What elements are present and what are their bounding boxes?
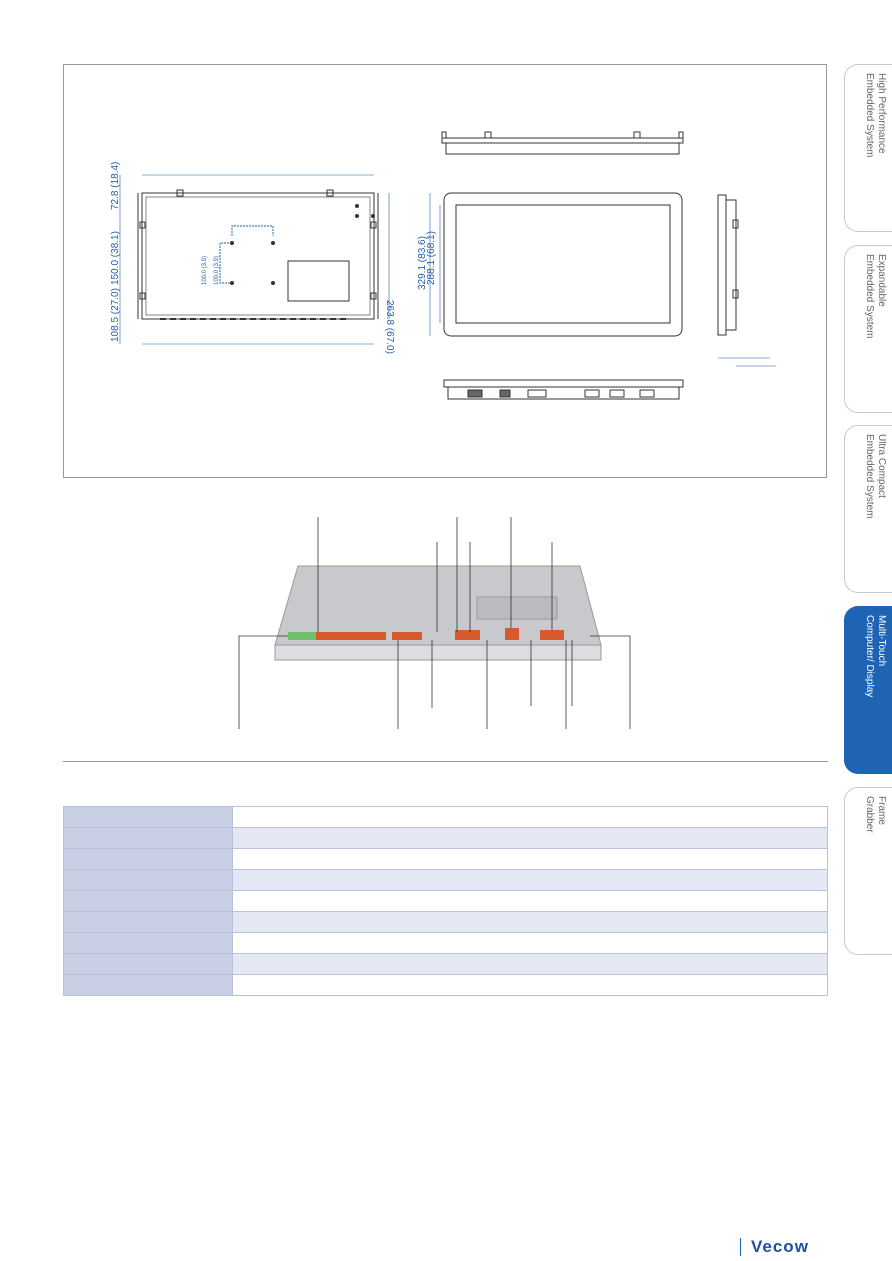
dim-vesa-v: 100.0 (3.9) [202, 256, 208, 285]
table-row [63, 953, 828, 975]
tab-label: Ultra Compact Embedded System [863, 434, 887, 519]
table-row [63, 932, 828, 954]
table-row [63, 869, 828, 891]
top-view-drawing [441, 131, 684, 155]
bottom-view-drawing [443, 379, 684, 400]
table-row [63, 890, 828, 912]
tab-label: Expandable Embedded System [863, 254, 887, 339]
tab-high-performance[interactable]: High Performance Embedded System [844, 64, 892, 232]
brand-name: Vecow [751, 1237, 809, 1256]
dimension-drawing-frame [63, 64, 827, 478]
spec-table [63, 806, 828, 996]
tab-label: Multi-Touch Computer/ Display [863, 615, 887, 698]
side-view-drawing [717, 194, 776, 367]
product-photo [238, 517, 631, 729]
dim-left-1: 108.5 (27.0) [110, 288, 121, 342]
dim-front-1: 329.1 (83.6) [417, 236, 428, 290]
table-row [63, 827, 828, 849]
dim-right-1: 263.8 (67.0) [384, 300, 395, 354]
tab-ultra-compact[interactable]: Ultra Compact Embedded System [844, 425, 892, 593]
technical-drawings: 108.5 (27.0) 150.0 (38.1) 72.8 (18.4) 26… [110, 131, 776, 729]
table-row [63, 911, 828, 933]
tab-expandable[interactable]: Expandable Embedded System [844, 245, 892, 413]
table-row [63, 974, 828, 996]
brand-logo: Vecow [740, 1237, 809, 1256]
logo-divider [740, 1238, 741, 1256]
tab-label: Frame Grabber [863, 796, 887, 833]
dim-left-2: 150.0 (38.1) [110, 231, 121, 285]
dim-left-3: 72.8 (18.4) [110, 162, 121, 210]
tab-label: High Performance Embedded System [863, 73, 887, 158]
tab-multi-touch[interactable]: Multi-Touch Computer/ Display [844, 606, 892, 774]
dim-front-2: 288.1 (68.1) [426, 231, 437, 285]
rear-view-drawing [119, 174, 390, 345]
front-view-drawing [429, 192, 683, 337]
dim-vesa-h: 100.0 (3.9) [214, 256, 220, 285]
tab-frame-grabber[interactable]: Frame Grabber [844, 787, 892, 955]
table-row [63, 806, 828, 828]
table-row [63, 848, 828, 870]
section-divider [63, 761, 828, 762]
